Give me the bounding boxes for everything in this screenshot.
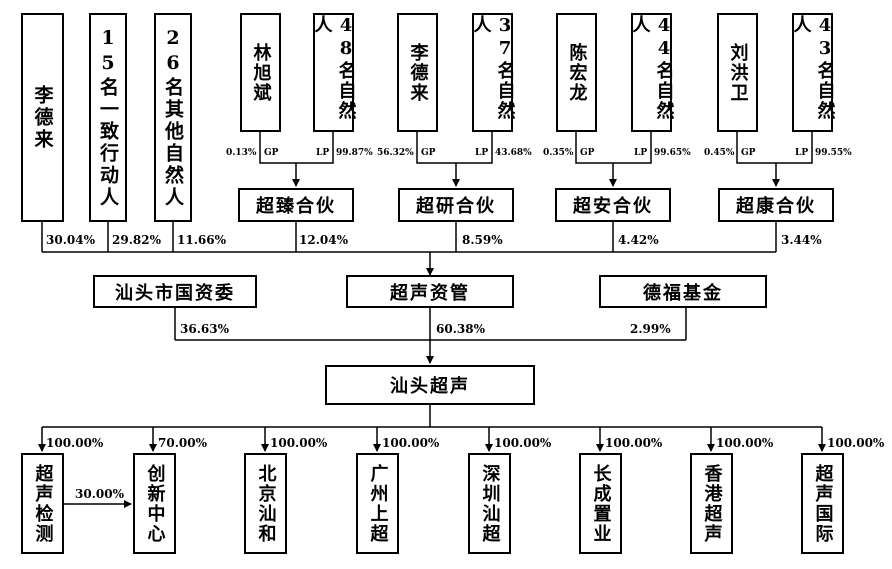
sub-guangzhou-shangchao-box: 广州上超 <box>356 453 399 554</box>
other-group-pct: 11.66% <box>177 233 226 247</box>
partner1-lp-label: LP <box>316 148 330 158</box>
partner4-lp-pct: 99.55% <box>815 148 852 158</box>
partner2-gp-box: 李德来 <box>397 13 438 132</box>
partnership-chaoyan-box: 超研合伙 <box>398 188 514 222</box>
shantou-ultrasound-box: 汕头超声 <box>325 365 535 405</box>
sub7-pct: 100.00% <box>716 436 774 450</box>
sub-shenzhen-shanchao-box: 深圳汕超 <box>468 453 511 554</box>
partner3-gp-box: 陈宏龙 <box>556 13 597 132</box>
holder-concert-group-box: 15名一致行动人 <box>89 13 127 222</box>
partner3-lp-label: LP <box>634 148 648 158</box>
sub-xianggang-chaosheng-box: 香港超声 <box>690 453 733 554</box>
concert-group-pct: 29.82% <box>112 233 161 247</box>
shantou-sasac-box: 汕头市国资委 <box>93 275 257 308</box>
partner4-gp-pct: 0.45% <box>704 148 735 158</box>
chaozhen-pct: 12.04% <box>299 233 348 247</box>
sub6-pct: 100.00% <box>605 436 663 450</box>
partner3-lp-pct: 99.65% <box>654 148 691 158</box>
sub1-pct: 100.00% <box>46 436 104 450</box>
partner2-lp-pct: 43.68% <box>495 148 532 158</box>
partner1-gp-box: 林旭斌 <box>240 13 281 132</box>
partner2-lp-label: LP <box>475 148 489 158</box>
partner2-gp-label: GP <box>421 148 436 158</box>
partner3-gp-label: GP <box>580 148 595 158</box>
partnership-chaozhen-box: 超臻合伙 <box>238 188 354 222</box>
li-delai-pct: 30.04% <box>46 233 95 247</box>
partnership-chaokang-box: 超康合伙 <box>718 188 834 222</box>
partner1-gp-label: GP <box>264 148 279 158</box>
chaosheng-asset-mgmt-box: 超声资管 <box>346 275 514 308</box>
cross-holding-pct: 30.00% <box>75 487 124 501</box>
sub-chaosheng-guoji-box: 超声国际 <box>801 453 844 554</box>
defu-fund-pct: 2.99% <box>630 322 671 336</box>
defu-fund-box: 德福基金 <box>599 275 767 308</box>
sasac-pct: 36.63% <box>180 322 229 336</box>
partner2-gp-pct: 56.32% <box>377 148 414 158</box>
sub-changcheng-zhiye-box: 长成置业 <box>579 453 622 554</box>
sub4-pct: 100.00% <box>382 436 440 450</box>
partner1-lp-pct: 99.87% <box>336 148 373 158</box>
chaosheng-asset-mgmt-pct: 60.38% <box>436 322 485 336</box>
sub-beijing-shanhe-box: 北京汕和 <box>244 453 287 554</box>
partner4-lp-box: 43名自然人 <box>791 13 836 132</box>
partner4-gp-label: GP <box>741 148 756 158</box>
partner3-gp-pct: 0.35% <box>543 148 574 158</box>
partner4-lp-label: LP <box>795 148 809 158</box>
sub-chaosheng-jiance-box: 超声检测 <box>21 453 64 554</box>
partner1-lp-box: 48名自然人 <box>312 13 357 132</box>
holder-other-group-box: 26名其他自然人 <box>154 13 192 222</box>
sub2-pct: 70.00% <box>158 436 207 450</box>
sub3-pct: 100.00% <box>270 436 328 450</box>
partner2-lp-box: 37名自然人 <box>471 13 516 132</box>
chaoan-pct: 4.42% <box>618 233 659 247</box>
chaoyan-pct: 8.59% <box>462 233 503 247</box>
sub-chuangxin-zhongxin-box: 创新中心 <box>133 453 176 554</box>
partner3-lp-box: 44名自然人 <box>630 13 675 132</box>
sub8-pct: 100.00% <box>827 436 885 450</box>
sub5-pct: 100.00% <box>494 436 552 450</box>
holder-li-delai-box: 李德来 <box>21 13 64 222</box>
partnership-chaoan-box: 超安合伙 <box>555 188 671 222</box>
partner1-gp-pct: 0.13% <box>226 148 257 158</box>
chaokang-pct: 3.44% <box>781 233 822 247</box>
partner4-gp-box: 刘洪卫 <box>717 13 758 132</box>
